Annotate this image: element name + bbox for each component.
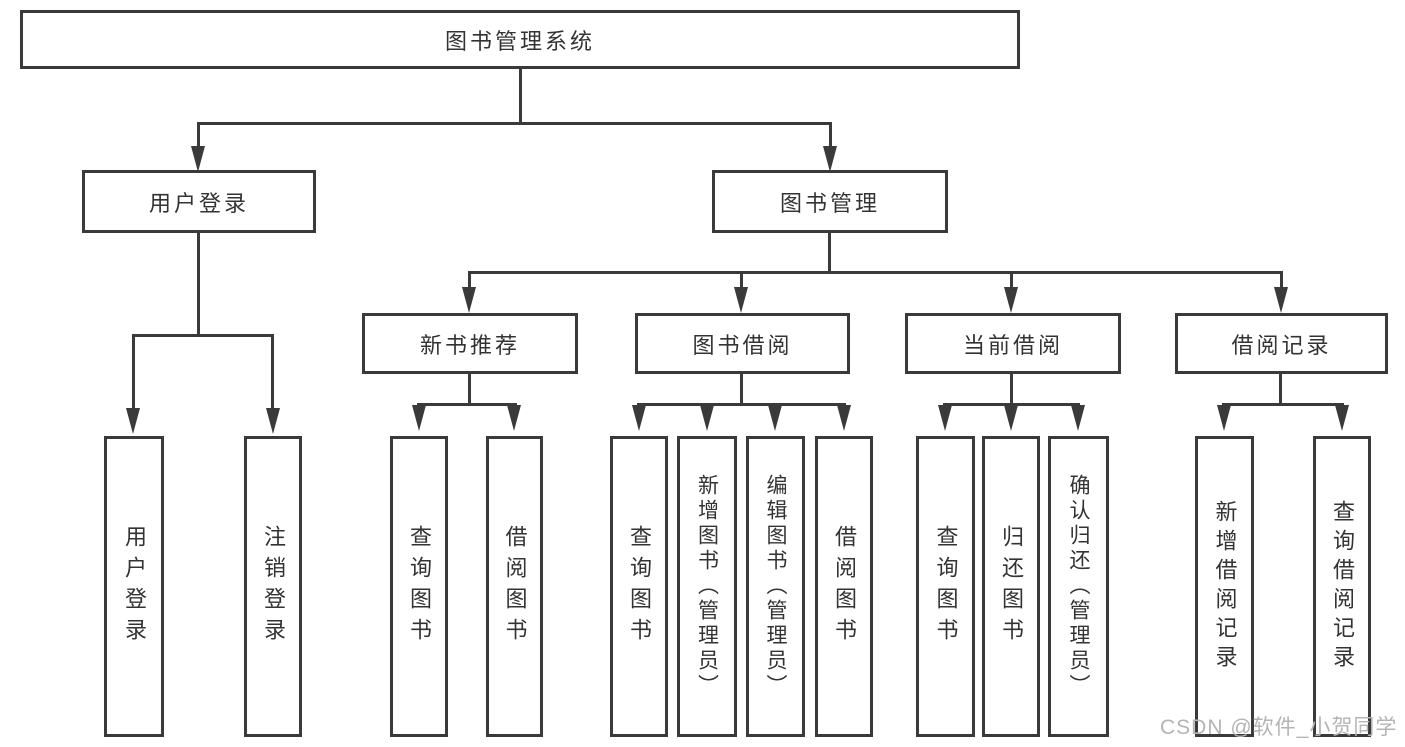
leaf-query-book-recommend-label: 查询图书 <box>407 524 432 649</box>
connector-book-management-trunk <box>828 230 831 274</box>
connector-root-stub-right <box>829 122 832 148</box>
connector-book-management-bar <box>468 271 1283 274</box>
leaf-user-login-label: 用户登录 <box>122 524 147 649</box>
leaf-confirm-return-admin: 确认归还（管理员） <box>1048 436 1109 737</box>
csdn-watermark: CSDN @软件_小贺同学 <box>1160 716 1398 739</box>
arrowhead-to-borrow-book-b-icon <box>837 405 851 431</box>
arrowhead-to-leaf-user-login-icon <box>126 408 140 434</box>
leaf-confirm-return-admin-label: 确认归还（管理员） <box>1067 474 1090 699</box>
arrowhead-to-confirm-return-icon <box>1071 405 1085 431</box>
leaf-query-borrow-record: 查询借阅记录 <box>1313 436 1371 737</box>
leaf-borrow-book-borrowing-label: 借阅图书 <box>832 524 857 649</box>
connector-new-book-bar <box>417 403 517 406</box>
arrowhead-to-add-record-icon <box>1217 405 1231 431</box>
arrowhead-to-edit-book-icon <box>768 405 782 431</box>
connector-book-borrowing-bar <box>637 403 846 406</box>
connector-root-trunk <box>519 66 522 124</box>
leaf-edit-book-admin: 编辑图书（管理员） <box>746 436 805 737</box>
connector-stub-current-borrowing <box>1010 271 1013 289</box>
connector-new-book-trunk <box>468 372 471 406</box>
leaf-logout-login: 注销登录 <box>244 436 302 737</box>
arrowhead-to-query-record-icon <box>1335 405 1349 431</box>
arrowhead-to-borrowing-records-icon <box>1274 287 1288 313</box>
leaf-query-borrow-record-label: 查询借阅记录 <box>1330 499 1355 674</box>
connector-stub-new-book <box>468 271 471 289</box>
leaf-borrow-book-recommend-label: 借阅图书 <box>502 524 528 649</box>
leaf-borrow-book-recommend: 借阅图书 <box>486 436 543 737</box>
leaf-query-book-borrowing-label: 查询图书 <box>627 524 652 649</box>
connector-user-login-bar <box>132 334 274 337</box>
arrowhead-to-current-borrowing-icon <box>1004 287 1018 313</box>
node-borrowing-records: 借阅记录 <box>1175 313 1388 374</box>
node-book-borrowing: 图书借阅 <box>635 313 850 374</box>
connector-root-stub-left <box>197 122 200 148</box>
leaf-add-book-admin: 新增图书（管理员） <box>677 436 737 737</box>
arrowhead-to-add-book-icon <box>700 405 714 431</box>
connector-stub-book-borrowing <box>740 271 743 289</box>
leaf-borrow-book-borrowing: 借阅图书 <box>815 436 873 737</box>
arrowhead-to-book-borrowing-icon <box>734 287 748 313</box>
connector-current-borrowing-trunk <box>1010 372 1013 406</box>
leaf-edit-book-admin-label: 编辑图书（管理员） <box>764 474 787 699</box>
connector-borrowing-records-bar <box>1222 403 1344 406</box>
node-book-management: 图书管理 <box>712 170 948 233</box>
arrowhead-to-book-management-icon <box>823 146 837 172</box>
leaf-logout-login-label: 注销登录 <box>261 524 286 649</box>
leaf-query-book-recommend: 查询图书 <box>390 436 448 737</box>
connector-user-login-trunk <box>197 231 200 337</box>
arrowhead-to-return-book-icon <box>1004 405 1018 431</box>
node-current-borrowing: 当前借阅 <box>905 313 1121 374</box>
arrowhead-to-query-book-b-icon <box>632 405 646 431</box>
arrowhead-to-leaf-logout-icon <box>266 408 280 434</box>
node-user-login: 用户登录 <box>82 170 316 233</box>
connector-book-borrowing-trunk <box>740 372 743 406</box>
arrowhead-to-user-login-icon <box>191 146 205 172</box>
connector-user-login-stub-left <box>132 334 135 410</box>
connector-root-bar <box>197 122 832 125</box>
connector-borrowing-records-trunk <box>1279 372 1282 406</box>
arrowhead-to-query-book-a-icon <box>412 405 426 431</box>
connector-user-login-stub-right <box>271 334 274 410</box>
leaf-add-borrow-record: 新增借阅记录 <box>1195 436 1254 737</box>
node-new-book-recommendation: 新书推荐 <box>362 313 578 374</box>
connector-current-borrowing-bar <box>943 403 1080 406</box>
leaf-add-borrow-record-label: 新增借阅记录 <box>1212 499 1238 674</box>
arrowhead-to-borrow-book-a-icon <box>507 405 521 431</box>
leaf-add-book-admin-label: 新增图书（管理员） <box>695 474 719 699</box>
arrowhead-to-new-book-icon <box>462 287 476 313</box>
leaf-query-book-current: 查询图书 <box>916 436 975 737</box>
leaf-user-login: 用户登录 <box>104 436 164 737</box>
leaf-query-book-current-label: 查询图书 <box>933 524 959 649</box>
node-library-management-system: 图书管理系统 <box>20 10 1020 69</box>
leaf-return-book-label: 归还图书 <box>999 524 1024 649</box>
leaf-query-book-borrowing: 查询图书 <box>610 436 668 737</box>
connector-stub-borrowing-records <box>1280 271 1283 289</box>
leaf-return-book: 归还图书 <box>982 436 1040 737</box>
arrowhead-to-query-book-c-icon <box>938 405 952 431</box>
